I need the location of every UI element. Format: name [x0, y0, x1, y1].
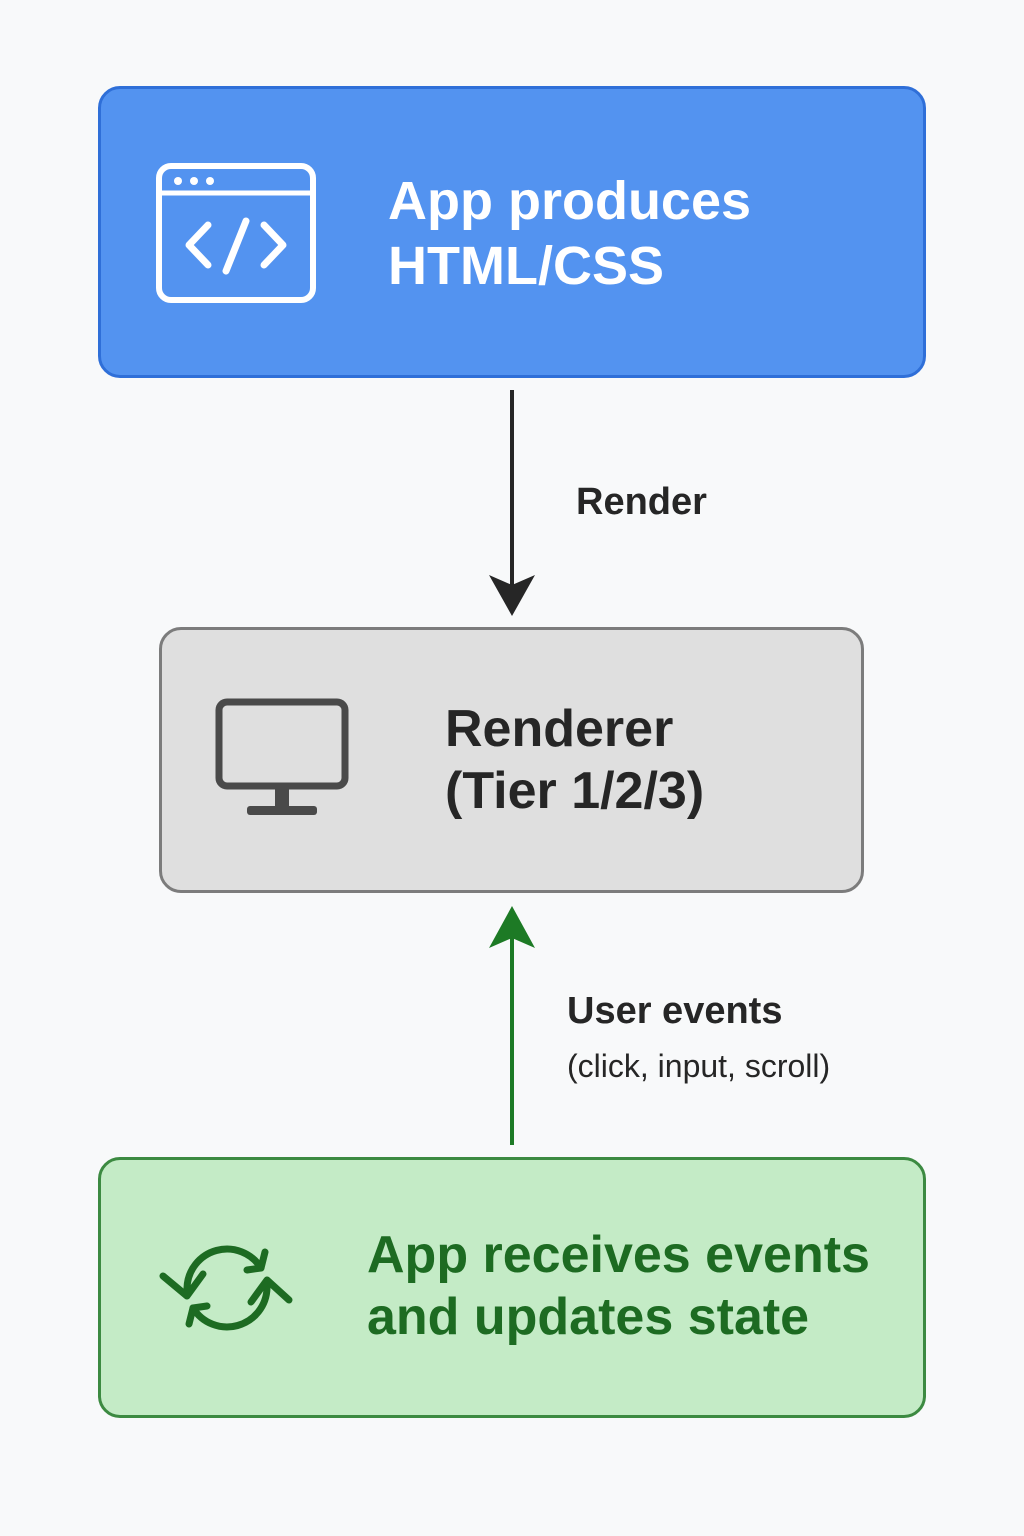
code-window-icon	[156, 163, 316, 308]
app-producer-node: App produces HTML/CSS	[98, 86, 926, 378]
refresh-cycle-icon	[157, 1230, 297, 1351]
render-label: Render	[576, 481, 707, 523]
renderer-line1: Renderer	[445, 700, 674, 758]
renderer-title: Renderer (Tier 1/2/3)	[445, 698, 704, 823]
user-events-sublabel: (click, input, scroll)	[567, 1048, 831, 1084]
app-producer-line2: HTML/CSS	[388, 235, 664, 296]
renderer-line2: (Tier 1/2/3)	[445, 762, 705, 821]
app-receiver-line2: and updates state	[367, 1288, 810, 1347]
app-producer-line1: App produces	[388, 171, 752, 231]
app-producer-title: App produces HTML/CSS	[388, 169, 751, 299]
render-arrow	[489, 390, 535, 616]
user-events-arrow	[489, 906, 535, 1145]
renderer-node: Renderer (Tier 1/2/3)	[159, 627, 864, 893]
monitor-icon	[215, 698, 349, 827]
app-receiver-line1: App receives events	[367, 1226, 870, 1284]
user-events-label: User events	[567, 990, 783, 1032]
app-receiver-title: App receives events and updates state	[367, 1224, 870, 1349]
app-receiver-node: App receives events and updates state	[98, 1157, 926, 1418]
